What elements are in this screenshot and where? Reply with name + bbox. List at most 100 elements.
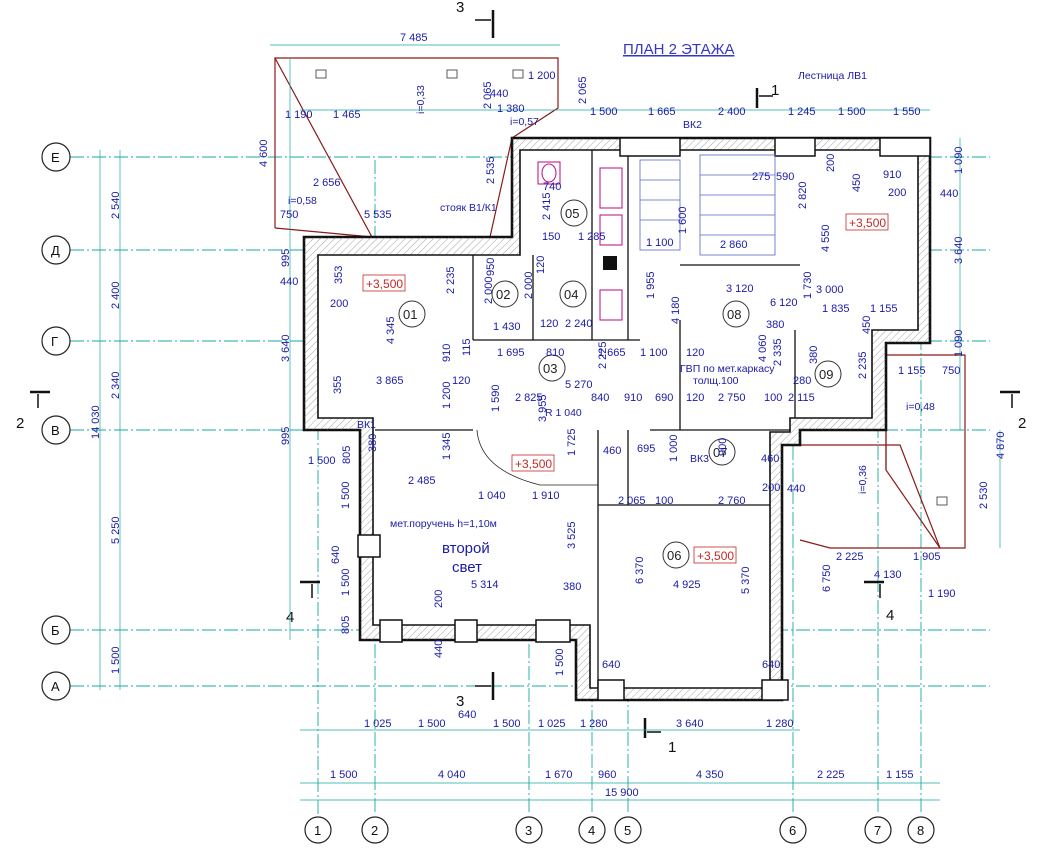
dim-label: 460 — [603, 445, 621, 457]
second-light-line-1: второй — [442, 540, 490, 557]
dim-label: 1 090 — [953, 146, 965, 174]
dim-label: 690 — [655, 392, 673, 404]
dim-label: 1 955 — [645, 271, 657, 299]
dim-label: 2 065 — [577, 76, 589, 104]
dim-label: 750 — [942, 365, 960, 377]
dim-label: 805 — [340, 616, 352, 634]
dim-label: 100 — [764, 392, 782, 404]
dim-label: 1 100 — [646, 237, 674, 249]
slope-label: i=0,58 — [288, 195, 317, 207]
slope-label: i=0,36 — [857, 465, 869, 494]
dim-label: 5 270 — [565, 379, 593, 391]
dim-label: 5 370 — [740, 566, 752, 594]
dim-label: 910 — [624, 392, 642, 404]
vk2-label: ВК2 — [683, 119, 702, 131]
dim-label: 810 — [546, 347, 564, 359]
axis-letter: Д — [51, 243, 60, 258]
axis-number: 1 — [314, 823, 321, 838]
dim-label: 2 065 — [618, 495, 646, 507]
dim-label: 5 314 — [471, 579, 499, 591]
dim-label: 2 225 — [597, 341, 609, 369]
dim-label: 120 — [452, 375, 470, 387]
dim-label: 1 665 — [598, 347, 626, 359]
dim-label: 4 040 — [438, 769, 466, 781]
axis-number: 4 — [588, 823, 595, 838]
dim-label: 640 — [602, 659, 620, 671]
axis-number: 2 — [371, 823, 378, 838]
dim-label: 950 — [485, 258, 497, 276]
gvp-label-2: толщ.100 — [693, 375, 739, 387]
dim-label: 6 750 — [821, 564, 833, 592]
dim-label: 2 340 — [110, 371, 122, 399]
dim-label: 440 — [433, 640, 445, 658]
gvp-label-1: ГВП по мет.каркасу — [680, 363, 775, 375]
dim-label: 2 656 — [313, 177, 341, 189]
level-mark: +3,500 — [366, 277, 403, 291]
dim-label: 1 730 — [802, 271, 814, 299]
dimension-lines — [99, 44, 1001, 801]
dim-label: 1 245 — [788, 106, 816, 118]
dim-label: 1 100 — [640, 347, 668, 359]
axis-markers-numbers: 1 2 3 4 5 6 7 8 — [304, 816, 935, 844]
dim-label: 5 250 — [110, 516, 122, 544]
dim-label: 1 200 — [528, 70, 556, 82]
dim-label: 1 600 — [677, 206, 689, 234]
dim-label: 4 870 — [995, 431, 1007, 459]
dim-label: 3 640 — [676, 718, 704, 730]
dim-label: 1 000 — [668, 434, 680, 462]
dim-label: 2 240 — [565, 318, 593, 330]
dim-label: 2 535 — [485, 156, 497, 184]
dim-label: 4 130 — [874, 569, 902, 581]
section-label: 3 — [456, 693, 464, 710]
second-light-line-2: свет — [452, 559, 482, 576]
dim-label: 1 500 — [340, 481, 352, 509]
dim-label: 4 925 — [673, 579, 701, 591]
walls — [302, 136, 932, 702]
dim-label: 640 — [458, 709, 476, 721]
dim-label: 695 — [637, 443, 655, 455]
dim-label: 14 030 — [90, 405, 102, 439]
dim-label: 380 — [563, 581, 581, 593]
dim-label: 200 — [825, 154, 837, 172]
dim-label: 805 — [341, 446, 353, 464]
dim-label: 1 500 — [340, 568, 352, 596]
dim-label: 2 235 — [857, 351, 869, 379]
dim-label: 740 — [543, 181, 561, 193]
top-dimensions: 7 485 1 200 440 2 065 1 380 2 065 1 500 … — [400, 32, 921, 118]
dim-label: 1 155 — [898, 365, 926, 377]
dim-label: 6 120 — [770, 297, 798, 309]
dim-label: 1 725 — [566, 428, 578, 456]
room-number: 07 — [713, 445, 727, 460]
radius-label: R 1 040 — [545, 407, 582, 419]
dim-label: 1 500 — [590, 106, 618, 118]
axis-number: 8 — [917, 823, 924, 838]
dim-label: 1 090 — [953, 329, 965, 357]
dim-label: 440 — [490, 88, 508, 100]
dim-label: 1 285 — [578, 231, 606, 243]
dim-label: 750 — [280, 209, 298, 221]
dim-label: 440 — [787, 483, 805, 495]
windows — [357, 137, 931, 701]
dim-label: 3 955 — [537, 394, 549, 422]
dim-label: 1 190 — [928, 588, 956, 600]
room-number: 09 — [819, 367, 833, 382]
dim-label: 3 865 — [376, 375, 404, 387]
interior-dimensions: 1 190 1 465 2 656 750 5 535 2 535 740 2 … — [280, 109, 956, 676]
dim-label: 120 — [686, 347, 704, 359]
dim-label: 1 200 — [441, 381, 453, 409]
notes: стояк В1/К1 ВК1 ВК2 ВК3 ГВП по мет.карка… — [288, 85, 935, 576]
dim-label: 2 860 — [720, 239, 748, 251]
dim-label: 910 — [441, 344, 453, 362]
dim-label: 1 280 — [766, 718, 794, 730]
dim-label: 2 760 — [718, 495, 746, 507]
dim-label: 3 640 — [280, 334, 292, 362]
left-dimensions: 2 540 2 400 2 340 5 250 1 500 14 030 4 6… — [90, 139, 342, 674]
dim-label: 4 060 — [757, 334, 769, 362]
dim-label: 150 — [542, 231, 560, 243]
right-dimensions: 1 090 440 3 640 1 090 4 870 2 530 750 1 … — [898, 146, 1007, 509]
dim-label: 1 500 — [330, 769, 358, 781]
dim-label: 1 025 — [364, 718, 392, 730]
bottom-dimensions: 1 025 1 500 640 1 500 1 025 1 280 3 640 … — [330, 709, 914, 799]
dim-label: 1 550 — [893, 106, 921, 118]
dim-label: 2 235 — [445, 266, 457, 294]
